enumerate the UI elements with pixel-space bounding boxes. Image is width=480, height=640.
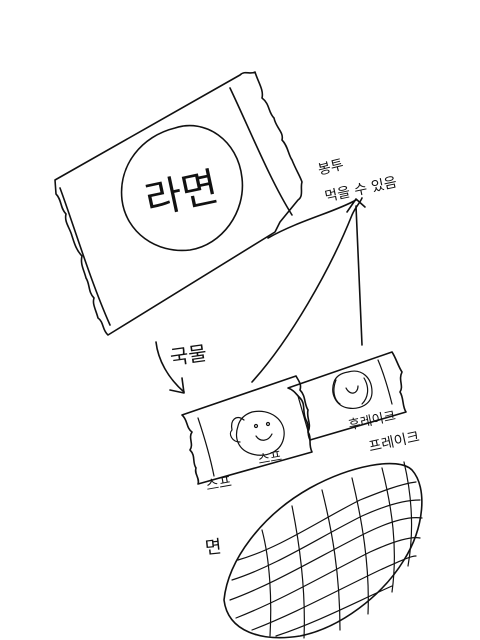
soup-packet-caption-inner: 스프 (257, 449, 283, 468)
noodle-lines-horizontal (229, 481, 423, 637)
ramen-logo-circle (120, 124, 244, 252)
ramen-package-left-seal (59, 187, 111, 326)
soup-face-mouth (255, 433, 273, 441)
noodle-label: 면 (204, 536, 223, 559)
flakes-label-line1: 후레이크 (347, 409, 397, 434)
connector-arrowhead (346, 198, 366, 213)
ramen-package: 라면 (54, 71, 303, 336)
flakes-face-mouth (345, 385, 359, 394)
noodle-lines-vertical (261, 461, 413, 639)
soup-packet-seal (197, 417, 215, 477)
soup-face-eye-right (265, 421, 271, 427)
connector-line-upper (267, 199, 357, 239)
flakes-label-line2: 프레이크 (367, 429, 421, 455)
ramen-label: 라면 (141, 164, 223, 224)
ramen-package-outline (54, 71, 303, 336)
connector-line-right (355, 205, 363, 346)
bag-note-line1: 봉투 (316, 157, 345, 179)
connector-line-lower (251, 197, 363, 383)
flakes-packet-seal-left (297, 395, 311, 439)
soup-packet-face (235, 410, 285, 456)
down-arrow-shaft (155, 341, 185, 393)
flakes-face-bracket-left (333, 379, 341, 405)
flakes-packet: 후레이크 프레이크 (287, 351, 421, 455)
flakes-packet-face (332, 370, 373, 409)
noodle-outline (223, 462, 423, 639)
soup-label: 국물 (169, 341, 209, 370)
soup-packet-caption-outer: 스프 (205, 474, 233, 494)
flakes-packet-outline (287, 351, 407, 441)
noodle-block (223, 461, 423, 639)
flakes-face-bracket-right (361, 377, 369, 405)
soup-packet-outline (181, 375, 313, 485)
ramen-package-right-seal (229, 87, 293, 216)
flakes-packet-seal-right (377, 359, 393, 405)
down-arrow (155, 341, 185, 394)
soup-face-eye-left (253, 423, 259, 429)
bag-note: 봉투 먹을 수 있음 (316, 157, 398, 206)
soup-packet-hand (229, 417, 245, 443)
soup-packet: 스프 스프 (181, 375, 313, 494)
down-arrow-head (169, 377, 185, 394)
